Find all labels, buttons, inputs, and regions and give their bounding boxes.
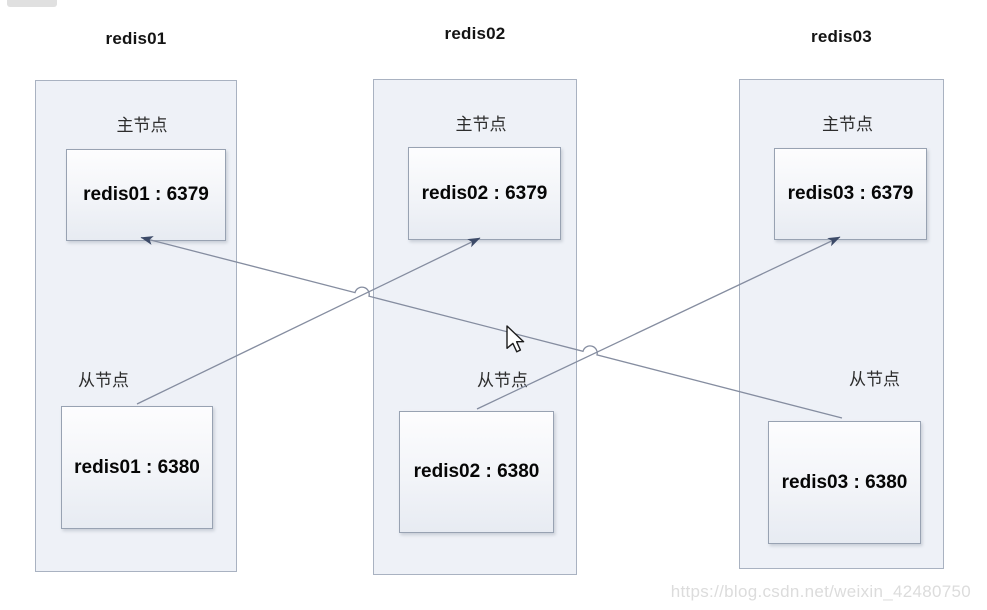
slave-section-label-redis02: 从节点: [477, 371, 528, 390]
server-title-redis02: redis02: [444, 24, 506, 43]
master-node-redis01: redis01 : 6379: [66, 149, 226, 241]
slave-section-label-redis01: 从节点: [78, 371, 129, 390]
master-node-redis02: redis02 : 6379: [408, 147, 561, 240]
master-section-label-redis03: 主节点: [822, 115, 873, 134]
master-node-label-redis01: redis01 : 6379: [83, 184, 209, 205]
slave-node-redis03: redis03 : 6380: [768, 421, 921, 544]
slave-node-label-redis02: redis02 : 6380: [413, 461, 540, 482]
slave-node-redis02: redis02 : 6380: [399, 411, 554, 533]
server-title-redis01: redis01: [105, 29, 167, 48]
server-panel-redis03: 主节点 redis03 : 6379 从节点 redis03 : 6380: [739, 79, 944, 569]
slave-section-label-redis03: 从节点: [849, 370, 900, 389]
server-panel-redis02: 主节点 redis02 : 6379 从节点 redis02 : 6380: [373, 79, 577, 575]
master-node-label-redis03: redis03 : 6379: [787, 183, 914, 204]
master-node-redis03: redis03 : 6379: [774, 148, 927, 240]
master-section-label-redis01: 主节点: [116, 116, 168, 135]
slave-node-redis01: redis01 : 6380: [61, 406, 213, 529]
master-section-label-redis02: 主节点: [455, 115, 507, 134]
slave-node-label-redis01: redis01 : 6380: [74, 456, 200, 478]
slave-node-label-redis03: redis03 : 6380: [781, 471, 908, 493]
server-title-redis03: redis03: [811, 27, 872, 46]
server-panel-redis01: 主节点 redis01 : 6379 从节点 redis01 : 6380: [35, 80, 237, 572]
watermark: https://blog.csdn.net/weixin_42480750: [670, 582, 971, 601]
master-node-label-redis02: redis02 : 6379: [421, 182, 548, 204]
screen-edge-artifact: [7, 0, 57, 7]
